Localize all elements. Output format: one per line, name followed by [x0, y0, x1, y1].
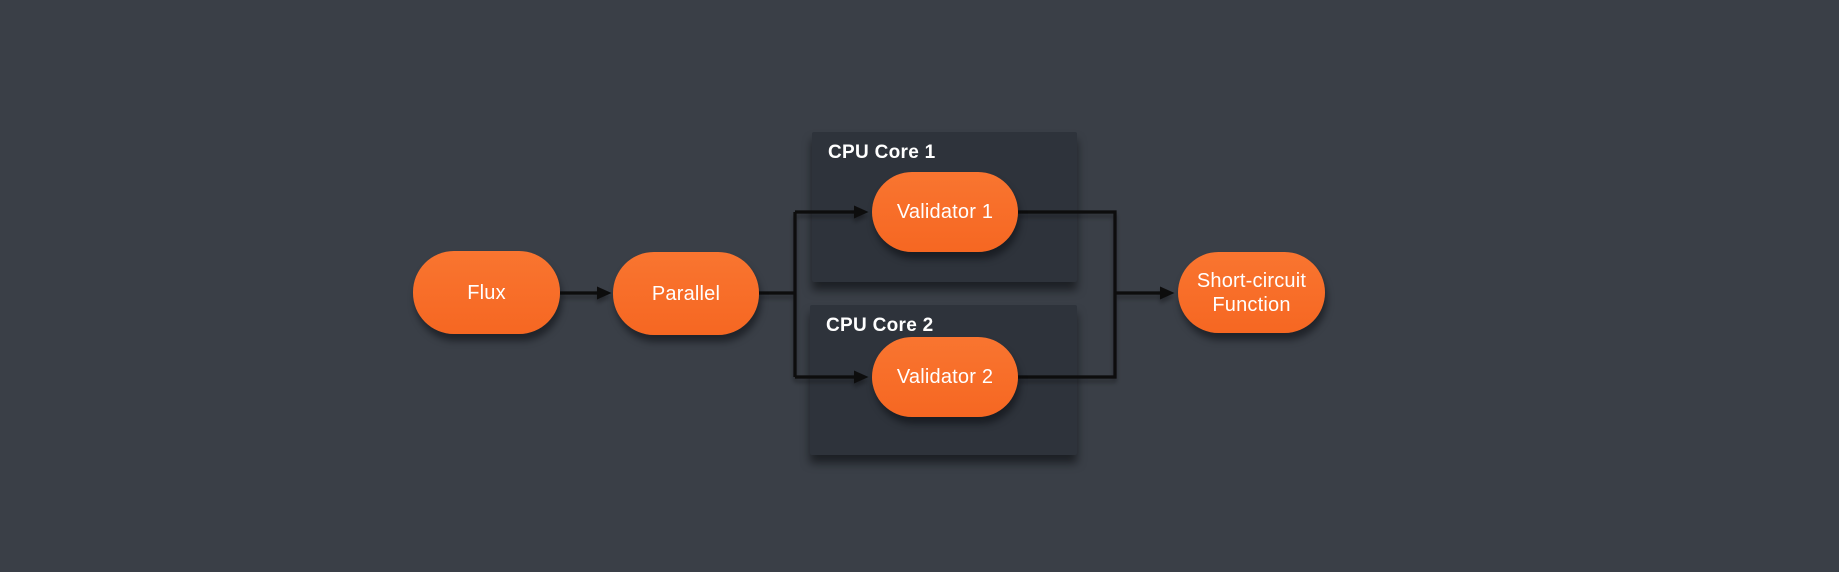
node-flux: Flux [413, 251, 560, 334]
node-validator-2: Validator 2 [872, 337, 1018, 417]
group-label-cpu-core-1: CPU Core 1 [828, 142, 936, 163]
edge-parallel-fork [759, 212, 797, 377]
node-validator-1: Validator 1 [872, 172, 1018, 252]
node-parallel: Parallel [613, 252, 759, 335]
node-short-circuit-function: Short-circuit Function [1178, 252, 1325, 333]
group-label-cpu-core-2: CPU Core 2 [826, 315, 934, 336]
